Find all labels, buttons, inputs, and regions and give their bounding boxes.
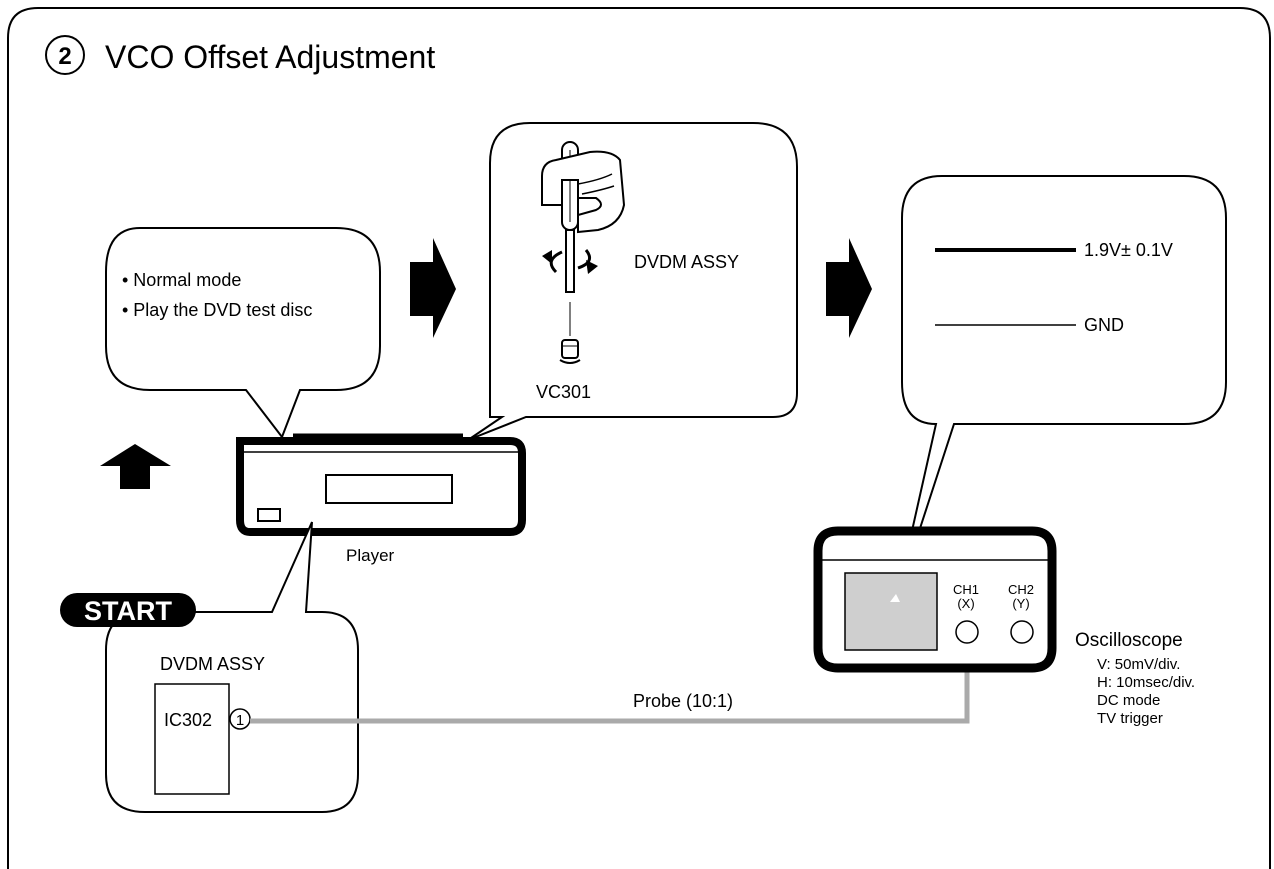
- rotate-arrows-icon: [542, 249, 598, 274]
- step-number-circle: [45, 35, 85, 75]
- ch1-connector: [955, 620, 979, 644]
- step1-callout: • Normal mode • Play the DVD test disc: [105, 227, 381, 440]
- start-badge: [60, 593, 196, 627]
- page-title: 2 VCO Offset Adjustment: [45, 35, 435, 75]
- start-board-label: DVDM ASSY: [160, 654, 265, 674]
- step1-bubble: [105, 227, 381, 440]
- pointer-tip: [890, 594, 900, 602]
- gnd-label: GND: [1084, 315, 1124, 335]
- start-label: START: [84, 596, 172, 626]
- start-callout: START DVDM ASSY IC302 1: [60, 521, 359, 813]
- adjustment-callout: DVDM ASSY VC301: [467, 122, 798, 441]
- trimmer-capacitor-icon: [559, 339, 581, 364]
- ic302-label: IC302: [164, 710, 212, 730]
- ch2-axis: (Y): [1012, 596, 1029, 611]
- ch2-connector: [1010, 620, 1034, 644]
- player-device: Player: [236, 433, 526, 565]
- arrow-up-icon: [100, 444, 171, 489]
- adjust-bubble: [467, 122, 798, 441]
- oscilloscope-setting-2: H: 10msec/div.: [1097, 674, 1195, 691]
- oscilloscope-setting-4: TV trigger: [1097, 710, 1163, 727]
- oscilloscope-setting-1: V: 50mV/div.: [1097, 656, 1180, 673]
- arrow-right-2-icon: [826, 238, 872, 338]
- outer-frame: [7, 7, 1271, 869]
- probe-label: Probe (10:1): [633, 691, 733, 711]
- ch1-name: CH1: [953, 582, 979, 597]
- adjust-board-label: DVDM ASSY: [634, 252, 739, 272]
- adjust-part-label: VC301: [536, 382, 591, 402]
- step1-line-1: • Normal mode: [122, 270, 241, 290]
- oscilloscope-screen: [844, 572, 938, 651]
- player-display: [325, 474, 453, 504]
- waveform-callout: 1.9V± 0.1V GND: [895, 175, 1227, 603]
- oscilloscope-device: CH1 (X) CH2 (Y) Oscilloscope V: 50mV/div…: [813, 526, 1195, 727]
- waveform-bubble: [895, 175, 1227, 603]
- arrow-right-1-icon: [410, 238, 456, 338]
- oscilloscope-title: Oscilloscope: [1075, 630, 1183, 651]
- pin1-label: 1: [236, 712, 244, 729]
- player-label: Player: [346, 546, 395, 565]
- hand-icon: [541, 150, 626, 234]
- step-number: 2: [58, 43, 71, 70]
- ch2-name: CH2: [1008, 582, 1034, 597]
- ch1-axis: (X): [957, 596, 974, 611]
- signal-level-label: 1.9V± 0.1V: [1084, 240, 1173, 260]
- oscilloscope-setting-3: DC mode: [1097, 692, 1160, 709]
- step1-line-2: • Play the DVD test disc: [122, 300, 312, 320]
- title-text: VCO Offset Adjustment: [105, 39, 435, 75]
- player-button: [257, 508, 281, 522]
- ic302-chip: [154, 683, 230, 795]
